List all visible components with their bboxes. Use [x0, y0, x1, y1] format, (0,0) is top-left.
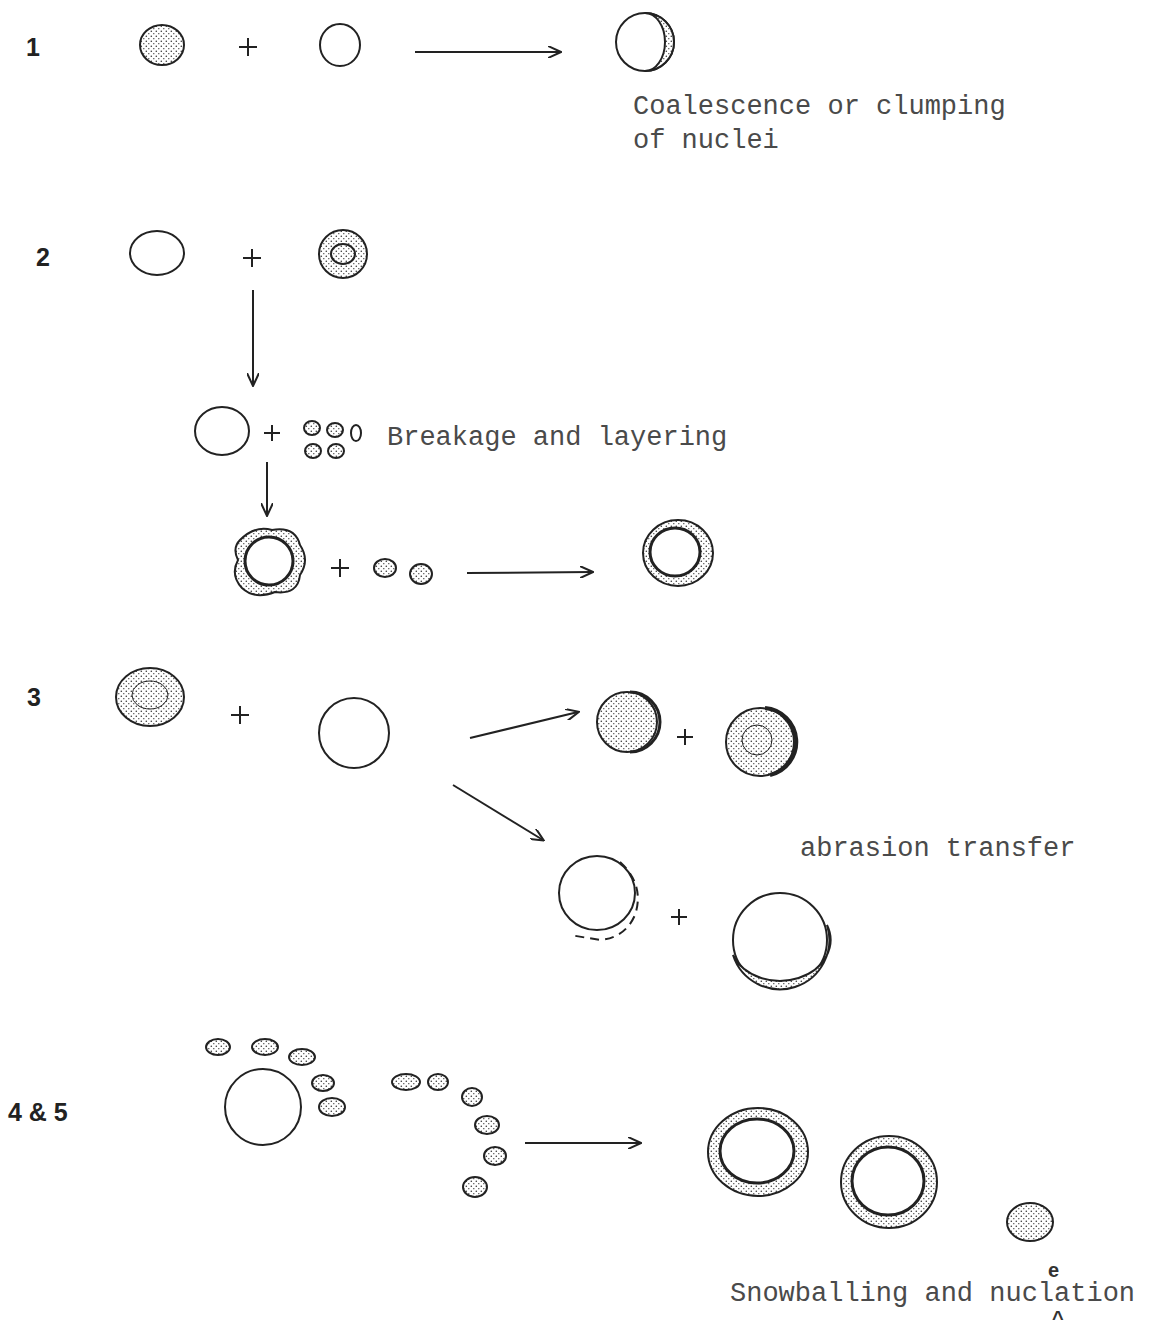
process-label: abrasion transfer: [800, 832, 1075, 866]
step-number: 3: [27, 682, 41, 712]
correction-mark: ^: [1052, 1307, 1064, 1329]
step-number: 4 & 5: [8, 1097, 68, 1127]
step-number: 1: [26, 32, 40, 62]
process-label: Coalescence or clumping of nuclei: [633, 90, 1053, 158]
step-number: 2: [36, 242, 50, 272]
correction-mark: e: [1048, 1259, 1059, 1281]
process-label: Breakage and layering: [387, 421, 727, 455]
process-label: Snowballing and nuclation: [730, 1277, 1135, 1311]
